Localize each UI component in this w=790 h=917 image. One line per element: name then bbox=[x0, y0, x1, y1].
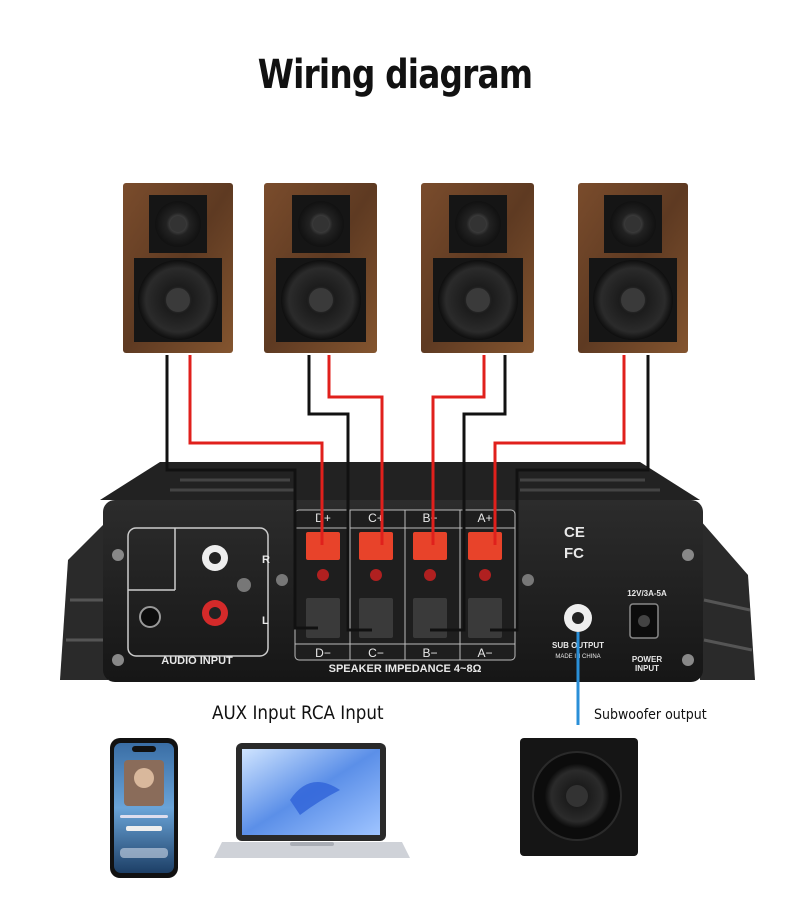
terminal-label-c-minus: C− bbox=[368, 646, 384, 660]
speaker-wires bbox=[165, 355, 650, 725]
terminal-label-b-plus: B+ bbox=[422, 511, 437, 525]
speaker-c bbox=[264, 183, 377, 353]
fc-mark: FC bbox=[564, 545, 584, 562]
subwoofer-image bbox=[520, 738, 638, 856]
wire-a-red bbox=[493, 355, 626, 545]
speaker-a bbox=[578, 183, 688, 353]
smartphone-image bbox=[110, 738, 178, 878]
r-label: R bbox=[262, 554, 270, 566]
diagram-title: Wiring diagram bbox=[257, 52, 533, 98]
wire-b-red bbox=[431, 355, 486, 545]
wire-c-red bbox=[327, 355, 384, 545]
impedance-label: SPEAKER IMPEDANCE 4~8Ω bbox=[329, 663, 482, 675]
power-input-label-2: INPUT bbox=[635, 664, 659, 673]
audio-input-label: AUDIO INPUT bbox=[161, 655, 233, 667]
amplifier bbox=[60, 462, 755, 682]
laptop-image bbox=[214, 743, 410, 858]
terminal-label-a-minus: A− bbox=[477, 646, 492, 660]
l-label: L bbox=[262, 615, 269, 627]
terminal-label-b-minus: B− bbox=[422, 646, 437, 660]
wire-d-red bbox=[188, 355, 324, 545]
wire-c-black bbox=[307, 355, 372, 632]
aux-input-label: AUX Input RCA Input bbox=[212, 702, 384, 724]
power-spec-label: 12V/3A-5A bbox=[627, 589, 667, 598]
speaker-b bbox=[421, 183, 534, 353]
terminal-label-c-plus: C+ bbox=[368, 511, 384, 525]
wire-b-black bbox=[430, 355, 507, 632]
ce-mark: CE bbox=[564, 524, 585, 541]
wire-a-black bbox=[490, 355, 650, 632]
speaker-d bbox=[123, 183, 233, 353]
power-input-label-1: POWER bbox=[632, 655, 662, 664]
wire-d-black bbox=[165, 355, 318, 630]
subwoofer-output-label: Subwoofer output bbox=[594, 707, 707, 723]
terminal-label-d-minus: D− bbox=[315, 646, 331, 660]
terminal-label-a-plus: A+ bbox=[477, 511, 492, 525]
